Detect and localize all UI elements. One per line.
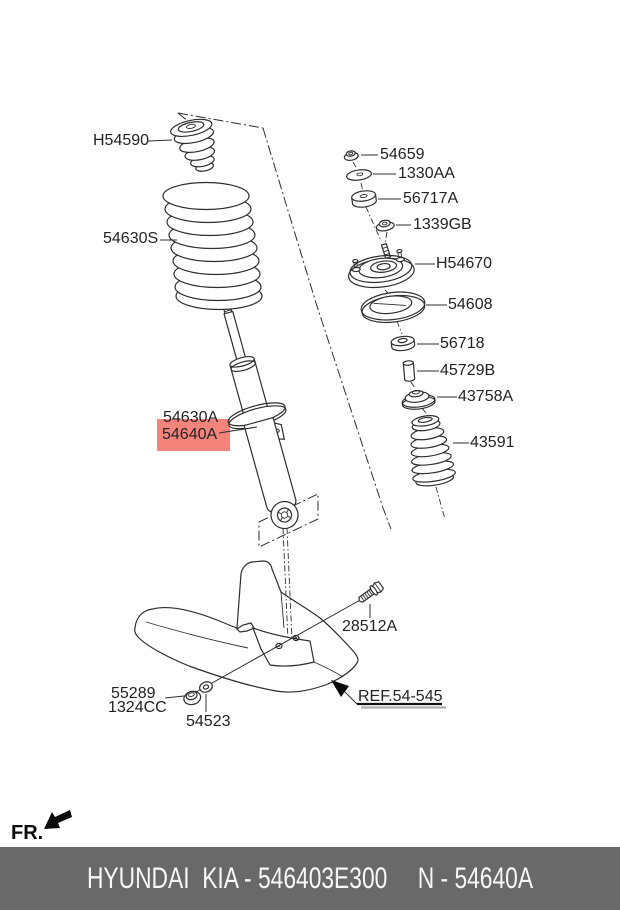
part-label-54640a-selected[interactable]: 54640A <box>162 426 218 443</box>
part-label-45729b[interactable]: 45729B <box>440 362 496 379</box>
lower-arm-drawing <box>134 560 359 693</box>
part-label-54630s[interactable]: 54630S <box>103 230 159 247</box>
cap-drawing <box>401 390 436 410</box>
connector <box>384 231 388 244</box>
insulator-cap-drawing <box>351 190 377 208</box>
arm-nut-drawing <box>183 690 202 706</box>
bump-stopper-drawing <box>170 118 216 172</box>
part-label-54608[interactable]: 54608 <box>448 296 493 313</box>
selected-part-highlight <box>157 419 230 451</box>
part-label-56718[interactable]: 56718 <box>440 335 485 352</box>
connector <box>421 407 427 414</box>
part-label-1330aa[interactable]: 1330AA <box>398 165 455 182</box>
part-label-56717a[interactable]: 56717A <box>403 190 459 207</box>
arm-washer-drawing <box>199 681 213 693</box>
section-plane <box>258 493 319 548</box>
part-label-h54670[interactable]: H54670 <box>436 255 493 272</box>
part-label-54659[interactable]: 54659 <box>380 146 425 163</box>
part-label-54630a[interactable]: 54630A <box>163 409 219 426</box>
footer-assembly-number: HYUNDAI KIA - 546403E300 <box>86 861 388 895</box>
part-label-54523[interactable]: 54523 <box>186 713 231 730</box>
ref-arrow <box>331 680 446 709</box>
dust-cover-drawing <box>410 415 456 487</box>
bushing-drawing <box>390 335 416 352</box>
sleeve-drawing <box>402 360 416 382</box>
assembly-border <box>177 112 392 530</box>
center-lines <box>195 527 363 693</box>
mount-nut-drawing <box>343 150 359 162</box>
lock-nut-drawing <box>375 219 395 232</box>
footer-bar: HYUNDAI KIA - 546403E300 N - 54640A <box>0 847 620 910</box>
fr-direction-arrow-icon <box>44 810 72 829</box>
part-label-43591[interactable]: 43591 <box>470 434 515 451</box>
connector <box>435 486 446 520</box>
leader-lines <box>147 139 469 712</box>
bolt-drawing <box>358 581 385 603</box>
connector <box>352 161 358 170</box>
mount-stud-drawing <box>380 242 392 260</box>
part-label-1324cc[interactable]: 1324CC <box>108 699 167 716</box>
part-label-43758a[interactable]: 43758A <box>458 388 514 405</box>
connector <box>396 320 403 335</box>
connector <box>360 182 364 192</box>
washer-drawing <box>346 169 372 181</box>
reference-label[interactable]: REF.54-545 <box>358 688 443 705</box>
part-label-h54590[interactable]: H54590 <box>93 132 150 149</box>
fr-direction-label: FR. <box>11 822 44 844</box>
part-label-1339gb[interactable]: 1339GB <box>413 216 472 233</box>
coil-spring-drawing <box>162 181 263 311</box>
part-label-28512a[interactable]: 28512A <box>342 618 398 635</box>
shock-absorber-drawing <box>222 302 299 530</box>
strut-mount-drawing <box>347 249 415 289</box>
connector <box>410 381 416 389</box>
spring-seat-drawing <box>360 291 426 324</box>
part-label-55289[interactable]: 55289 <box>111 685 156 702</box>
footer-part-number: N - 54640A <box>417 861 534 895</box>
footer-text: HYUNDAI KIA - 546403E300 N - 54640A <box>87 862 533 896</box>
connector <box>365 206 382 242</box>
